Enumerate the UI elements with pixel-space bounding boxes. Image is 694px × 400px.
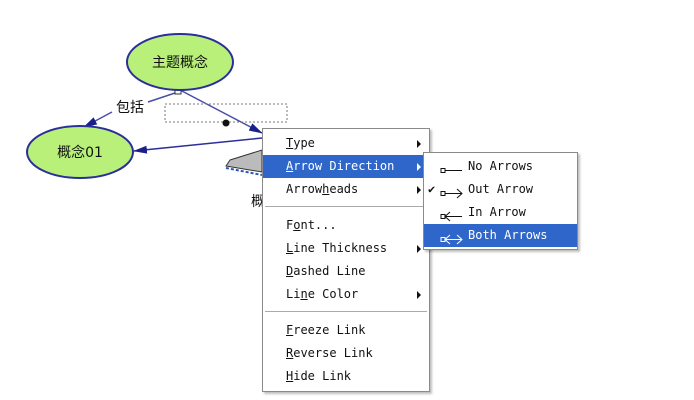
menu-item-reverse-link[interactable]: Reverse Link: [263, 342, 429, 365]
submenu-item-label: In Arrow: [468, 205, 526, 219]
menu-item-label-pre: F: [286, 218, 294, 232]
menu-item-hide-link[interactable]: Hide Link: [263, 365, 429, 388]
selected-link-line[interactable]: [179, 89, 263, 134]
menu-item-type[interactable]: Type: [263, 132, 429, 155]
submenu-item-no-arrows[interactable]: No Arrows: [424, 155, 577, 178]
in-arrow-icon: [440, 207, 464, 222]
menu-item-label-post: ashed Line: [293, 264, 366, 278]
submenu-arrow-icon: [417, 186, 421, 194]
menu-item-label-post: rrow Direction: [293, 159, 395, 173]
menu-item-label-pre: Li: [286, 287, 301, 301]
menu-item-label-acc: D: [286, 264, 294, 278]
menu-item-label-post: eads: [329, 182, 359, 196]
menu-item-arrow-direction[interactable]: Arrow Direction: [263, 155, 429, 178]
submenu-item-in-arrow[interactable]: In Arrow: [424, 201, 577, 224]
link-midpoint-handle[interactable]: [222, 119, 230, 127]
menu-item-label-acc: A: [286, 159, 294, 173]
menu-item-label-acc: o: [293, 218, 301, 232]
menu-item-line-color[interactable]: Line Color: [263, 283, 429, 306]
menu-item-label-post: ine Thickness: [293, 241, 388, 255]
link-label-edit-box[interactable]: [164, 103, 288, 123]
menu-item-label-acc: R: [286, 346, 294, 360]
submenu-arrow-icon: [417, 163, 421, 171]
menu-item-freeze-link[interactable]: Freeze Link: [263, 319, 429, 342]
link-line-main-to-label[interactable]: [147, 91, 179, 103]
menu-item-label-post: e Color: [307, 287, 359, 301]
menu-item-font[interactable]: Font...: [263, 214, 429, 237]
submenu-item-both-arrows[interactable]: Both Arrows: [424, 224, 577, 247]
submenu-item-label: Out Arrow: [468, 182, 534, 196]
submenu-arrow-icon: [417, 140, 421, 148]
menu-item-label-acc: h: [322, 182, 330, 196]
link-line-to-child[interactable]: [133, 137, 263, 154]
checkmark-icon: ✔: [428, 182, 436, 196]
menu-item-label-post: everse Link: [293, 346, 373, 360]
submenu-item-label: Both Arrows: [468, 228, 548, 242]
menu-item-label-post: ide Link: [293, 369, 352, 383]
menu-item-label-acc: n: [300, 287, 308, 301]
partial-node-label: 概: [251, 194, 265, 210]
menu-item-label-acc: T: [286, 136, 294, 150]
menu-item-label-acc: H: [286, 369, 294, 383]
menu-item-label-acc: F: [286, 323, 294, 337]
submenu-arrow-icon: [417, 245, 421, 253]
concept-node-child-label: 概念01: [57, 144, 103, 161]
menu-item-dashed-line[interactable]: Dashed Line: [263, 260, 429, 283]
menu-item-label-post: reeze Link: [293, 323, 366, 337]
menu-item-label-post: nt...: [300, 218, 337, 232]
no-arrows-icon: [440, 161, 464, 173]
both-arrows-icon: [440, 230, 464, 245]
concept-node-main[interactable]: [126, 33, 234, 91]
link-label[interactable]: 包括: [116, 100, 144, 116]
menu-item-line-thickness[interactable]: Line Thickness: [263, 237, 429, 260]
menu-separator: [265, 206, 427, 208]
submenu-item-label: No Arrows: [468, 159, 534, 173]
submenu-item-out-arrow[interactable]: ✔ Out Arrow: [424, 178, 577, 201]
menu-item-label-acc: L: [286, 241, 294, 255]
menu-item-label-pre: Arrow: [286, 182, 323, 196]
menu-item-arrowheads[interactable]: Arrowheads: [263, 178, 429, 201]
partial-node-border: [225, 167, 263, 176]
menu-separator: [265, 311, 427, 313]
menu-item-label-post: ype: [293, 136, 315, 150]
concept-node-main-label: 主题概念: [152, 54, 208, 71]
submenu-arrow-icon: [417, 291, 421, 299]
out-arrow-icon: [440, 184, 464, 199]
link-line-label-to-child[interactable]: [83, 111, 113, 128]
concept-node-child[interactable]: [26, 125, 134, 179]
